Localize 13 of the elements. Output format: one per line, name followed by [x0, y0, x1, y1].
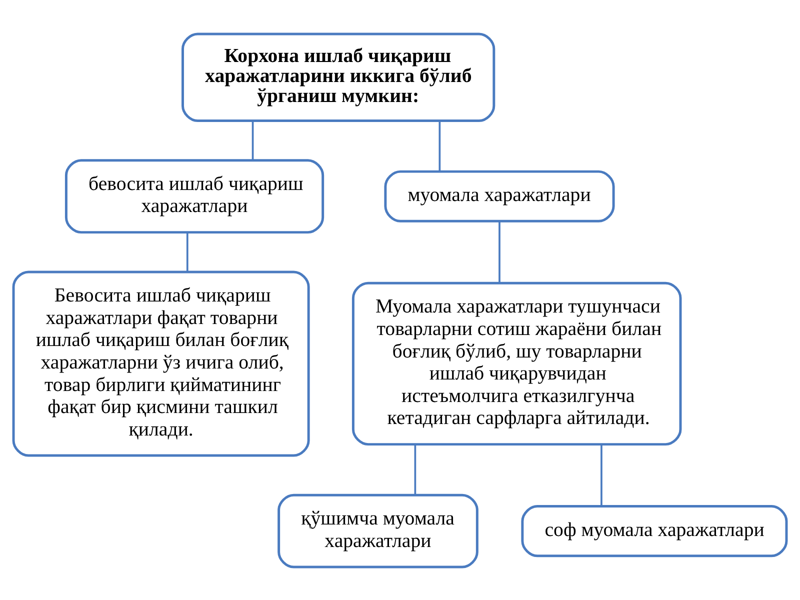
node-box: муомала харажатлари — [384, 170, 615, 222]
connector — [438, 120, 441, 171]
connector — [186, 232, 188, 272]
connector — [252, 120, 254, 160]
node-box: Корхона ишлаб чиқариш харажатларини иккига бўлиб ўрганиш мумкин: — [182, 32, 496, 122]
node-box: соф муомала харажатлари — [521, 504, 788, 557]
node-box: қўшимча муомала харажатлари — [278, 493, 478, 568]
node-box: Бевосита ишлаб чиқариш харажатлари фақат товарни ишлаб чиқариш билан боғлиқ харажатларни ўз ичига олиб, товар бирлиги қийматининг фақат бир қисмини ташкил қилади. — [12, 270, 310, 456]
connector — [600, 444, 602, 506]
connector — [414, 444, 416, 494]
connector — [498, 220, 500, 282]
node-box: бевосита ишлаб чиқариш харажатлари — [64, 158, 324, 234]
node-box: Муомала харажатлари тушунчаси товарларни сотиш жараёни билан боғлиқ бўлиб, шу товарларни ишлаб чиқарувчидан истеъмолчига етказилгунча кетадиган сарфларга айтилади. — [352, 281, 682, 446]
